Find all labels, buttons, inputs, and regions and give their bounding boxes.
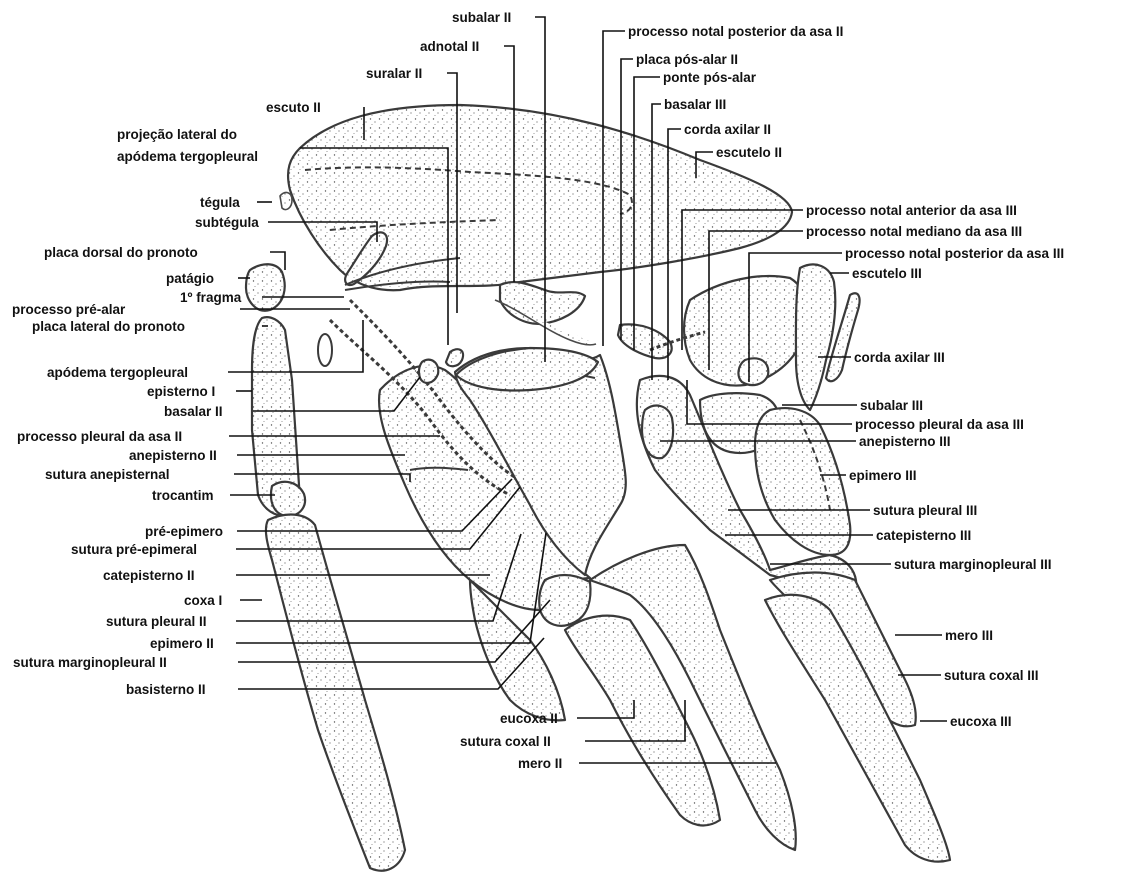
- label-trocantim: trocantim: [152, 488, 214, 503]
- label-processo-notal-anterior-asa-iii: processo notal anterior da asa III: [806, 203, 1017, 218]
- label-ponte-pos-alar: ponte pós-alar: [663, 70, 757, 85]
- label-sutura-anepisternal: sutura anepisternal: [45, 467, 170, 482]
- label-epimero-iii: epimero III: [849, 468, 917, 483]
- label-subalar-iii: subalar III: [860, 398, 923, 413]
- label-placa-dorsal-pronoto: placa dorsal do pronoto: [44, 245, 198, 260]
- label-eucoxa-ii: eucoxa II: [500, 711, 558, 726]
- label-escutelo-iii: escutelo III: [852, 266, 922, 281]
- label-eucoxa-iii: eucoxa III: [950, 714, 1012, 729]
- label-sutura-pre-epimeral: sutura pré-epimeral: [71, 542, 197, 557]
- label-escuto-ii: escuto II: [266, 100, 321, 115]
- label-episterno-i: episterno I: [147, 384, 215, 399]
- label-apodema-tergopleural: apódema tergopleural: [47, 365, 188, 380]
- label-suralar-ii: suralar II: [366, 66, 422, 81]
- label-epimero-ii: epimero II: [150, 636, 214, 651]
- label-placa-pos-alar-ii: placa pós-alar II: [636, 52, 738, 67]
- label-mero-ii: mero II: [518, 756, 562, 771]
- label-anepisterno-ii: anepisterno II: [129, 448, 217, 463]
- tegula-shape: [280, 193, 292, 210]
- label-processo-pleural-asa-ii: processo pleural da asa II: [17, 429, 182, 444]
- label-sutura-pleural-iii: sutura pleural III: [873, 503, 977, 518]
- label-catepisterno-iii: catepisterno III: [876, 528, 971, 543]
- label-mero-iii: mero III: [945, 628, 993, 643]
- label-subtegula: subtégula: [195, 215, 259, 230]
- patagio-shape: [246, 264, 285, 310]
- corda-axilar-ii-shape: [618, 324, 672, 358]
- label-processo-notal-posterior-asa-ii: processo notal posterior da asa II: [628, 24, 843, 39]
- anepisterno-iii-shape: [642, 406, 673, 459]
- label-projecao-lateral-1: projeção lateral do: [117, 127, 237, 142]
- label-sutura-marginopleural-ii: sutura marginopleural II: [13, 655, 167, 670]
- label-coxa-i: coxa I: [184, 593, 222, 608]
- label-projecao-lateral-2: apódema tergopleural: [117, 149, 258, 164]
- label-processo-notal-mediano-asa-iii: processo notal mediano da asa III: [806, 224, 1022, 239]
- label-adnotal-ii: adnotal II: [420, 39, 479, 54]
- label-tegula: tégula: [200, 195, 240, 210]
- label-catepisterno-ii: catepisterno II: [103, 568, 195, 583]
- label-pre-epimero: pré-epimero: [145, 524, 223, 539]
- label-processo-notal-posterior-asa-iii: processo notal posterior da asa III: [845, 246, 1064, 261]
- label-subalar-ii: subalar II: [452, 10, 511, 25]
- label-basalar-iii: basalar III: [664, 97, 726, 112]
- label-anepisterno-iii: anepisterno III: [859, 434, 951, 449]
- label-corda-axilar-ii: corda axilar II: [684, 122, 771, 137]
- escutelo-iii-shape: [796, 264, 835, 410]
- trocantim-shape: [271, 482, 305, 516]
- label-sutura-marginopleural-iii: sutura marginopleural III: [894, 557, 1052, 572]
- label-corda-axilar-iii: corda axilar III: [854, 350, 945, 365]
- apodema-tergopleural-shape: [419, 360, 438, 383]
- coxa-i-shape: [266, 515, 405, 871]
- label-sutura-pleural-ii: sutura pleural II: [106, 614, 207, 629]
- label-sutura-coxal-ii: sutura coxal II: [460, 734, 551, 749]
- label-processo-pleural-asa-iii: processo pleural da asa III: [855, 417, 1024, 432]
- label-processo-pre-alar: processo pré-alar: [12, 302, 126, 317]
- label-patagio: patágio: [166, 271, 214, 286]
- epimero-iii-shape: [755, 408, 850, 555]
- label-basalar-ii: basalar II: [164, 404, 223, 419]
- thorax-drawing: [246, 105, 950, 871]
- basisterno-ii-shape: [539, 575, 590, 626]
- label-escutelo-ii: escutelo II: [716, 145, 782, 160]
- label-placa-lateral-pronoto: placa lateral do pronoto: [32, 319, 185, 334]
- adnotal-ii-shape: [500, 282, 585, 324]
- label-sutura-coxal-iii: sutura coxal III: [944, 668, 1039, 683]
- label-1-fragma: 1º fragma: [180, 290, 242, 305]
- label-basisterno-ii: basisterno II: [126, 682, 206, 697]
